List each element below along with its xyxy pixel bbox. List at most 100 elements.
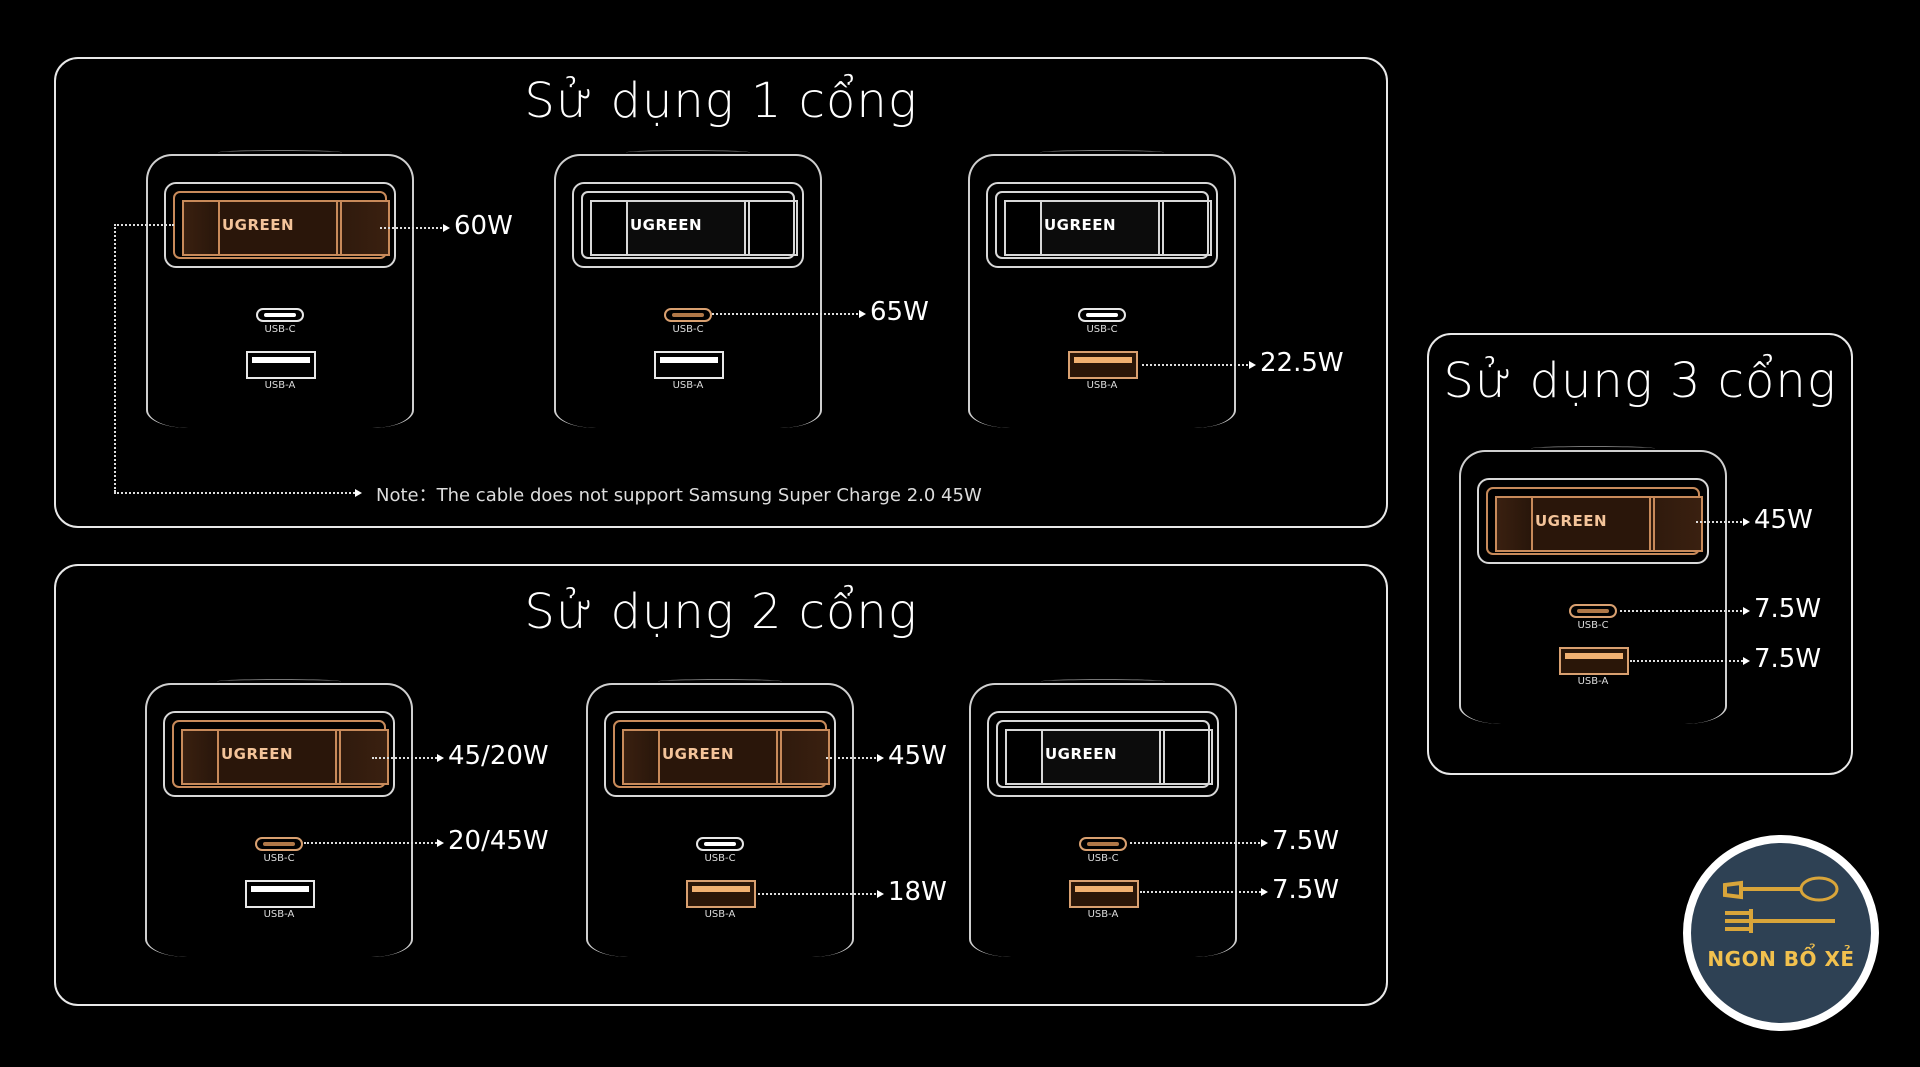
three-top-power-label: 45W (1754, 505, 1813, 535)
usb-c-label: USB-C (263, 853, 295, 864)
usb-c-top-port: UGREEN (163, 711, 395, 797)
note-connector (114, 224, 116, 492)
usb-c-top-port: UGREEN (1477, 478, 1709, 564)
slot-frame: UGREEN (613, 720, 830, 788)
plug: UGREEN (1495, 496, 1703, 552)
note-arrow (114, 489, 362, 497)
usb-c-top-port: UGREEN (572, 182, 804, 268)
charger-ridge (1041, 679, 1165, 684)
usb-c-label: USB-C (704, 853, 736, 864)
charger-single-2: UGREEN USB-C USB-A (554, 150, 822, 428)
usb-a-label: USB-A (704, 909, 736, 920)
plug-head: UGREEN (1041, 729, 1161, 785)
usb-c-port-icon (1078, 308, 1126, 322)
two-2-top-power-label: 45W (888, 741, 947, 771)
two-2-usb-a-arrow (758, 890, 884, 898)
single-usb-c-arrow (712, 310, 866, 318)
two-1-usb-c-power-label: 20/45W (448, 826, 549, 856)
usb-c-top-port: UGREEN (987, 711, 1219, 797)
plug: UGREEN (1004, 200, 1212, 256)
usb-c-label: USB-C (1086, 324, 1118, 335)
two-3-usb-c-arrow (1130, 839, 1268, 847)
slot-frame: UGREEN (172, 720, 389, 788)
two-1-top-arrow (372, 754, 444, 762)
charger-ridge (218, 150, 342, 155)
charger-two-2: UGREEN USB-C USB-A (586, 679, 854, 957)
cable-note: Note：The cable does not support Samsung … (376, 485, 982, 506)
panel-three-ports: Sử dụng 3 cổng (1427, 333, 1853, 775)
plug-head: UGREEN (1531, 496, 1651, 552)
plug-head: UGREEN (218, 200, 338, 256)
plug-divider (1163, 729, 1165, 785)
three-usb-a-power-label: 7.5W (1754, 644, 1822, 674)
plug-head: UGREEN (217, 729, 337, 785)
usb-c-port-icon (664, 308, 712, 322)
three-usb-a-arrow (1630, 657, 1750, 665)
two-2-top-arrow (826, 754, 884, 762)
usb-c-port-icon (696, 837, 744, 851)
brand-label: UGREEN (221, 216, 295, 234)
ngon-bo-xe-logo: NGON BỔ XẺ (1683, 835, 1879, 1031)
usb-c-top-port: UGREEN (604, 711, 836, 797)
usb-a-label: USB-A (672, 380, 704, 391)
three-usb-c-power-label: 7.5W (1754, 594, 1822, 624)
usb-a-port-icon (245, 880, 315, 908)
slot-frame: UGREEN (995, 191, 1212, 259)
charger-ridge (658, 679, 782, 684)
charger-ridge (1531, 446, 1655, 451)
two-3-usb-a-power-label: 7.5W (1272, 875, 1340, 905)
brand-label: UGREEN (1044, 745, 1118, 763)
usb-c-port-icon (256, 308, 304, 322)
usb-a-port-icon (1559, 647, 1629, 675)
two-1-top-power-label: 45/20W (448, 741, 549, 771)
slot-frame: UGREEN (173, 191, 390, 259)
charger-body (968, 154, 1236, 428)
usb-c-label: USB-C (264, 324, 296, 335)
usb-c-label: USB-C (1087, 853, 1119, 864)
plug-divider (748, 200, 750, 256)
brand-label: UGREEN (220, 745, 294, 763)
plug-divider (1653, 496, 1655, 552)
brand-label: UGREEN (1043, 216, 1117, 234)
plug: UGREEN (1005, 729, 1213, 785)
charger-single-1: UGREEN USB-C USB-A (146, 150, 414, 428)
logo-text: NGON BỔ XẺ (1707, 947, 1855, 971)
usb-c-port-icon (255, 837, 303, 851)
usb-a-label: USB-A (1087, 909, 1119, 920)
two-3-usb-a-arrow (1140, 888, 1268, 896)
plug-divider (1162, 200, 1164, 256)
plug: UGREEN (590, 200, 798, 256)
charger-body (554, 154, 822, 428)
brand-label: UGREEN (629, 216, 703, 234)
panel-two-ports: Sử dụng 2 cổng (54, 564, 1388, 1006)
panel-title: Sử dụng 1 cổng (524, 73, 918, 129)
plug: UGREEN (622, 729, 830, 785)
plug: UGREEN (182, 200, 390, 256)
charger-single-3: UGREEN USB-C USB-A (968, 150, 1236, 428)
plug-head: UGREEN (626, 200, 746, 256)
usb-a-label: USB-A (264, 380, 296, 391)
plug-head: UGREEN (658, 729, 778, 785)
plug-divider (780, 729, 782, 785)
charger-two-3: UGREEN USB-C USB-A (969, 679, 1237, 957)
slot-frame: UGREEN (581, 191, 798, 259)
usb-c-port-icon (1079, 837, 1127, 851)
panel-title: Sử dụng 3 cổng (1443, 353, 1837, 409)
three-usb-c-arrow (1620, 607, 1750, 615)
usb-a-label: USB-A (1086, 380, 1118, 391)
charger-ridge (1040, 150, 1164, 155)
usb-c-label: USB-C (672, 324, 704, 335)
usb-a-port-icon (246, 351, 316, 379)
charger-body (586, 683, 854, 957)
plug-divider (340, 200, 342, 256)
two-1-usb-c-arrow (304, 839, 444, 847)
three-top-arrow (1696, 518, 1750, 526)
two-2-usb-a-power-label: 18W (888, 877, 947, 907)
plug-head: UGREEN (1040, 200, 1160, 256)
usb-c-port-icon (1569, 604, 1617, 618)
panel-single-port: Sử dụng 1 cổng (54, 57, 1388, 528)
usb-a-port-icon (654, 351, 724, 379)
usb-c-label: USB-C (1577, 620, 1609, 631)
